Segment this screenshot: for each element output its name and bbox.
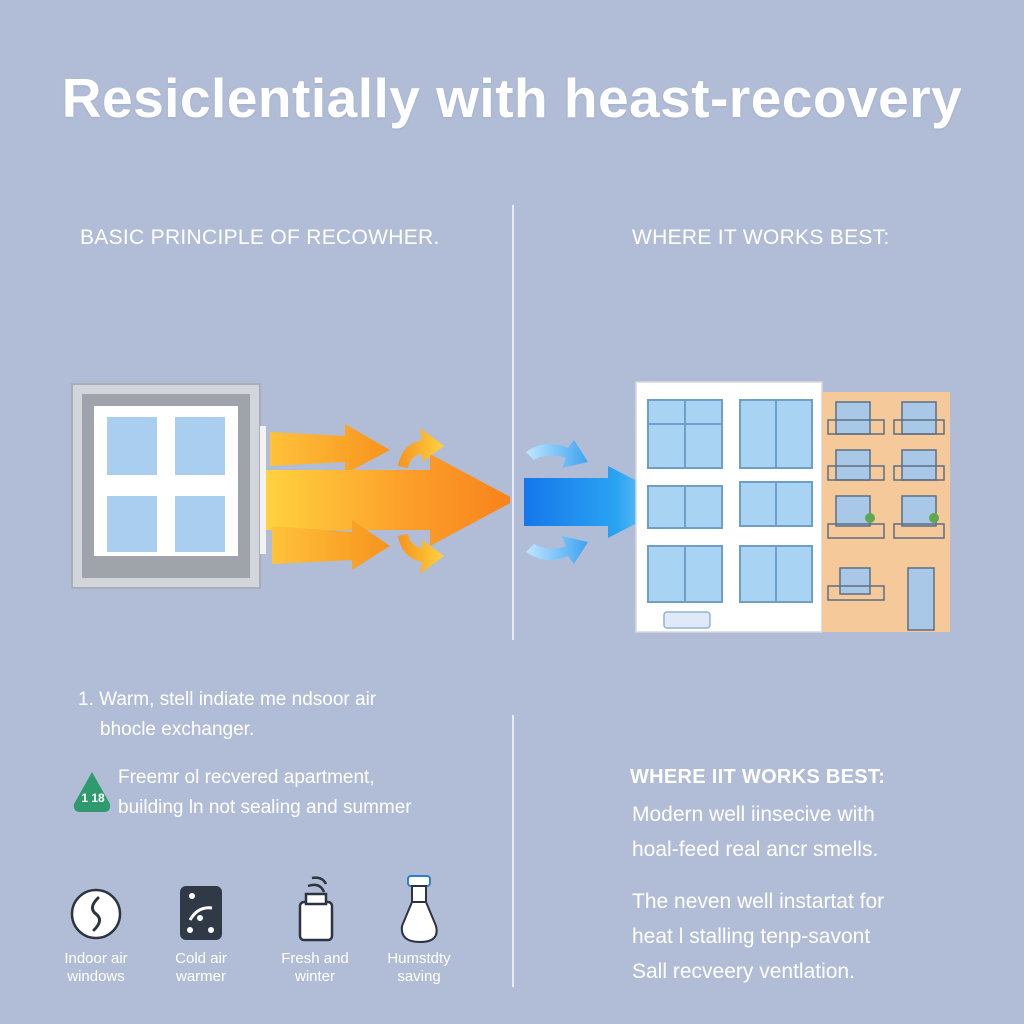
right-para-1-line-1: Modern well iinsecive with: [632, 803, 875, 826]
cool-curl-top: [526, 440, 588, 468]
warm-arrow-main: [266, 454, 510, 546]
warm-arrow-top: [270, 424, 390, 474]
humidity-icon: [400, 875, 438, 944]
icon-label-fresh-air: Fresh and winter: [260, 950, 370, 986]
step-1-line-2: bhocle exchanger.: [100, 719, 255, 740]
right-section-heading: WHERE IT WORKS BEST:: [632, 226, 890, 249]
fresh-air-icon: [298, 876, 334, 942]
icon-label-humidity-line2: saving: [397, 968, 441, 985]
window-unit: [71, 383, 266, 589]
icon-label-humidity: Humstdty saving: [364, 950, 474, 986]
note-line-2: building ln not sealing and summer: [118, 797, 412, 818]
right-para-2-line-1: The neven well instartat for: [632, 890, 885, 913]
right-para-1-line-2: hoal-feed real ancr smells.: [632, 838, 879, 861]
right-para-2-line-3: Sall recveery ventlation.: [632, 960, 855, 983]
icon-label-indoor-air-line1: Indoor air: [64, 950, 128, 967]
right-para-2-line-2: heat l stalling tenp-savont: [632, 925, 871, 948]
indoor-air-icon: [70, 888, 122, 940]
icon-label-fresh-air-line2: winter: [294, 968, 335, 985]
step-badge-icon: [73, 772, 111, 812]
icon-label-cold-air-line2: warmer: [175, 968, 226, 985]
cool-curl-bottom: [526, 536, 588, 564]
curl-arrow-top: [398, 428, 444, 468]
recovery-diagram: [71, 383, 510, 589]
warm-arrow-bottom: [272, 520, 390, 570]
right-subheading: WHERE IIT WORKS BEST:: [630, 766, 886, 788]
bottom-divider: [512, 715, 514, 987]
step-badge-text: 1 18: [81, 791, 105, 805]
page-title: Resiclentially with heast-recovery: [61, 67, 963, 129]
cold-air-icon: [180, 886, 222, 940]
icon-label-indoor-air: Indoor air windows: [41, 950, 151, 986]
note-line-1: Freemr ol recvered apartment,: [118, 767, 375, 788]
icon-label-cold-air: Cold air warmer: [146, 950, 256, 986]
curl-arrow-bottom: [398, 534, 444, 574]
step-1-line-1: 1. Warm, stell indiate me ndsoor air: [78, 689, 377, 710]
apartment-building: [635, 381, 950, 633]
building-diagram: [524, 381, 950, 633]
icon-label-cold-air-line1: Cold air: [175, 950, 227, 967]
icon-label-humidity-line1: Humstdty: [387, 950, 451, 967]
icon-label-indoor-air-line2: windows: [67, 968, 125, 985]
top-divider: [512, 205, 514, 640]
left-section-heading: BASIC PRINCIPLE OF RECOWHER.: [80, 226, 440, 249]
icon-label-fresh-air-line1: Fresh and: [281, 950, 349, 967]
warm-air-arrows: [266, 424, 510, 574]
